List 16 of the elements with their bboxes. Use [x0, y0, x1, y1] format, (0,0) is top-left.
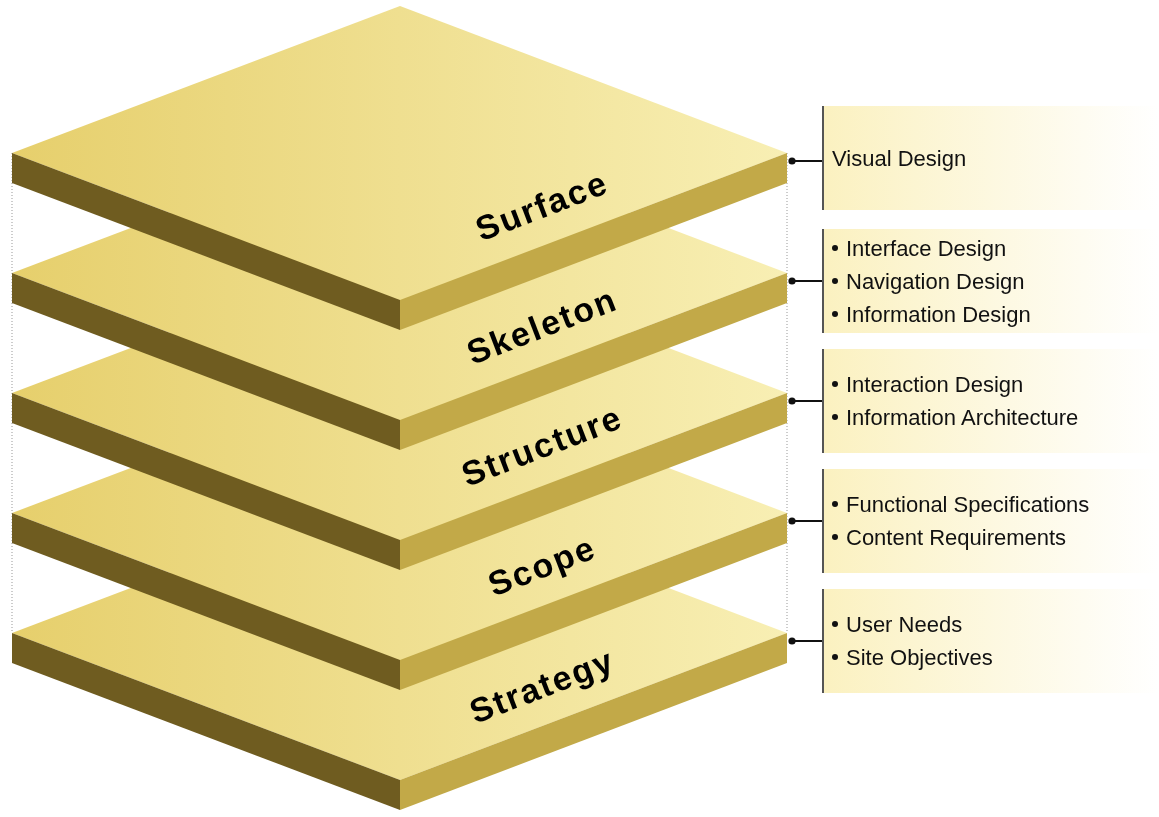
- layer-label: Scope: [481, 526, 602, 606]
- connector-line: [788, 517, 823, 525]
- description-item: Site Objectives: [832, 641, 1159, 674]
- description-item: Interface Design: [832, 231, 1159, 265]
- connector-line: [788, 277, 823, 285]
- connector-line: [788, 397, 823, 405]
- description-item: Navigation Design: [832, 264, 1159, 298]
- connector-line: [788, 637, 823, 645]
- description-item: User Needs: [832, 608, 1159, 641]
- description-item: Functional Specifications: [832, 488, 1159, 521]
- description-item: Information Design: [832, 297, 1159, 331]
- description-item: Content Requirements: [832, 521, 1159, 554]
- description-item: Information Architecture: [832, 401, 1159, 434]
- connector-line: [788, 157, 823, 165]
- description-item: Interaction Design: [832, 368, 1159, 401]
- description-item: Visual Design: [832, 144, 968, 173]
